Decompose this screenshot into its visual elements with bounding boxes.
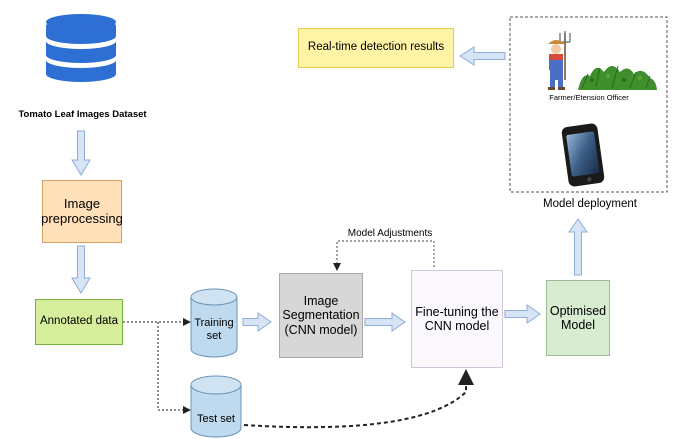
test-set-cylinder <box>190 375 242 438</box>
arrow-finetuning-to-optimised <box>504 304 541 324</box>
arrow-dataset-to-preprocessing <box>71 130 91 176</box>
training-set-cylinder <box>190 288 238 358</box>
farmer-label: Farmer/Etension Officer <box>549 93 629 102</box>
segmentation-box: Image Segmentation (CNN model) <box>279 273 363 358</box>
model-deployment-label: Model deployment <box>543 198 637 210</box>
dotted-arrow-annotated-to-test <box>157 322 191 414</box>
smartphone-icon <box>561 123 605 187</box>
preprocessing-box: Image preprocessing <box>41 180 123 243</box>
farmer-icon <box>548 31 571 90</box>
database-icon <box>46 14 116 82</box>
optimised-model-box: Optimised Model <box>546 280 610 356</box>
model-adjustments-label: Model Adjustments <box>347 228 433 239</box>
finetuning-box: Fine-tuning the CNN model <box>411 270 503 368</box>
test-set-label: Test set <box>197 413 235 425</box>
dotted-arrow-model-adjustments <box>333 240 435 271</box>
dotted-arrow-test-to-finetuning <box>243 369 474 429</box>
arrow-optimised-to-deployment <box>568 218 588 276</box>
arrow-preprocessing-to-annotated <box>71 245 91 294</box>
annotated-data-box: Annotated data <box>35 299 123 345</box>
training-set-label: Training set <box>194 317 234 343</box>
arrow-training-to-segmentation <box>242 312 272 332</box>
tomato-plants-icon <box>578 65 657 90</box>
arrow-deployment-to-results <box>459 46 506 66</box>
results-box: Real-time detection results <box>298 28 454 68</box>
arrow-segmentation-to-finetuning <box>364 312 406 332</box>
dataset-label: Tomato Leaf Images Dataset <box>18 109 147 120</box>
